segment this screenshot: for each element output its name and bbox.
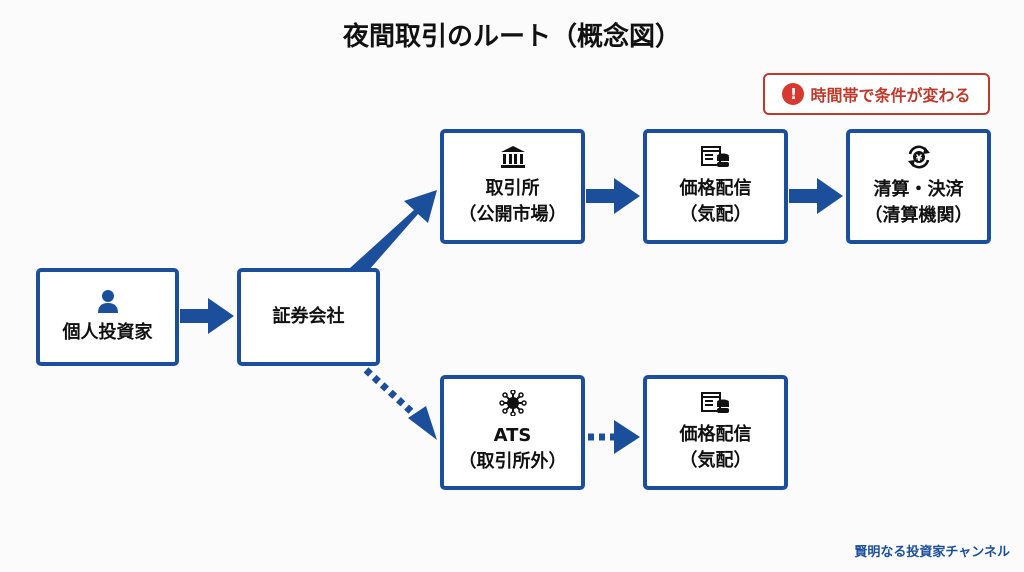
node-investor: 個人投資家 xyxy=(36,268,179,366)
bank-icon xyxy=(500,145,526,174)
database-icon xyxy=(700,391,731,420)
node-label: 清算・決済 xyxy=(873,179,964,200)
node-ats: ATS （取引所外） xyxy=(440,375,585,490)
arrow-ats-price-dotted xyxy=(614,420,640,454)
node-label: ATS xyxy=(493,425,532,446)
arrow-price-clearing xyxy=(789,178,843,214)
warning-label: 時間帯で条件が変わる xyxy=(810,86,971,105)
node-label: 証券会社 xyxy=(272,306,345,327)
person-icon xyxy=(97,289,119,318)
arrow-exchange-price xyxy=(586,178,640,214)
channel-credit: 賢明なる投資家チャンネル xyxy=(854,545,1010,560)
node-broker: 証券会社 xyxy=(237,268,380,366)
node-sublabel: （気配） xyxy=(679,204,752,225)
node-label: 価格配信 xyxy=(679,424,752,445)
network-icon xyxy=(498,389,527,421)
node-sublabel: （公開市場） xyxy=(458,204,567,225)
yen-cycle-icon: ¥ xyxy=(905,144,933,175)
node-sublabel: （気配） xyxy=(679,450,752,471)
node-sublabel: （清算機関） xyxy=(864,205,973,226)
database-icon xyxy=(700,145,731,174)
node-exchange: 取引所 （公開市場） xyxy=(440,129,585,244)
node-price-ats: 価格配信 （気配） xyxy=(643,375,788,490)
svg-text:¥: ¥ xyxy=(915,154,922,164)
node-label: 個人投資家 xyxy=(62,321,153,343)
node-label: 価格配信 xyxy=(679,178,752,199)
node-label: 取引所 xyxy=(485,178,540,199)
arrow-investor-broker xyxy=(180,298,234,334)
node-price-exchange: 価格配信 （気配） xyxy=(643,129,788,244)
node-sublabel: （取引所外） xyxy=(458,451,567,472)
arrow-broker-ats-dotted xyxy=(408,406,437,440)
node-clearing: ¥ 清算・決済 （清算機関） xyxy=(846,129,991,244)
page-title: 夜間取引のルート（概念図） xyxy=(342,22,681,52)
arrow-broker-exchange xyxy=(350,190,437,278)
warning-badge: ! 時間帯で条件が変わる xyxy=(763,73,990,115)
exclamation-icon: ! xyxy=(782,83,805,105)
